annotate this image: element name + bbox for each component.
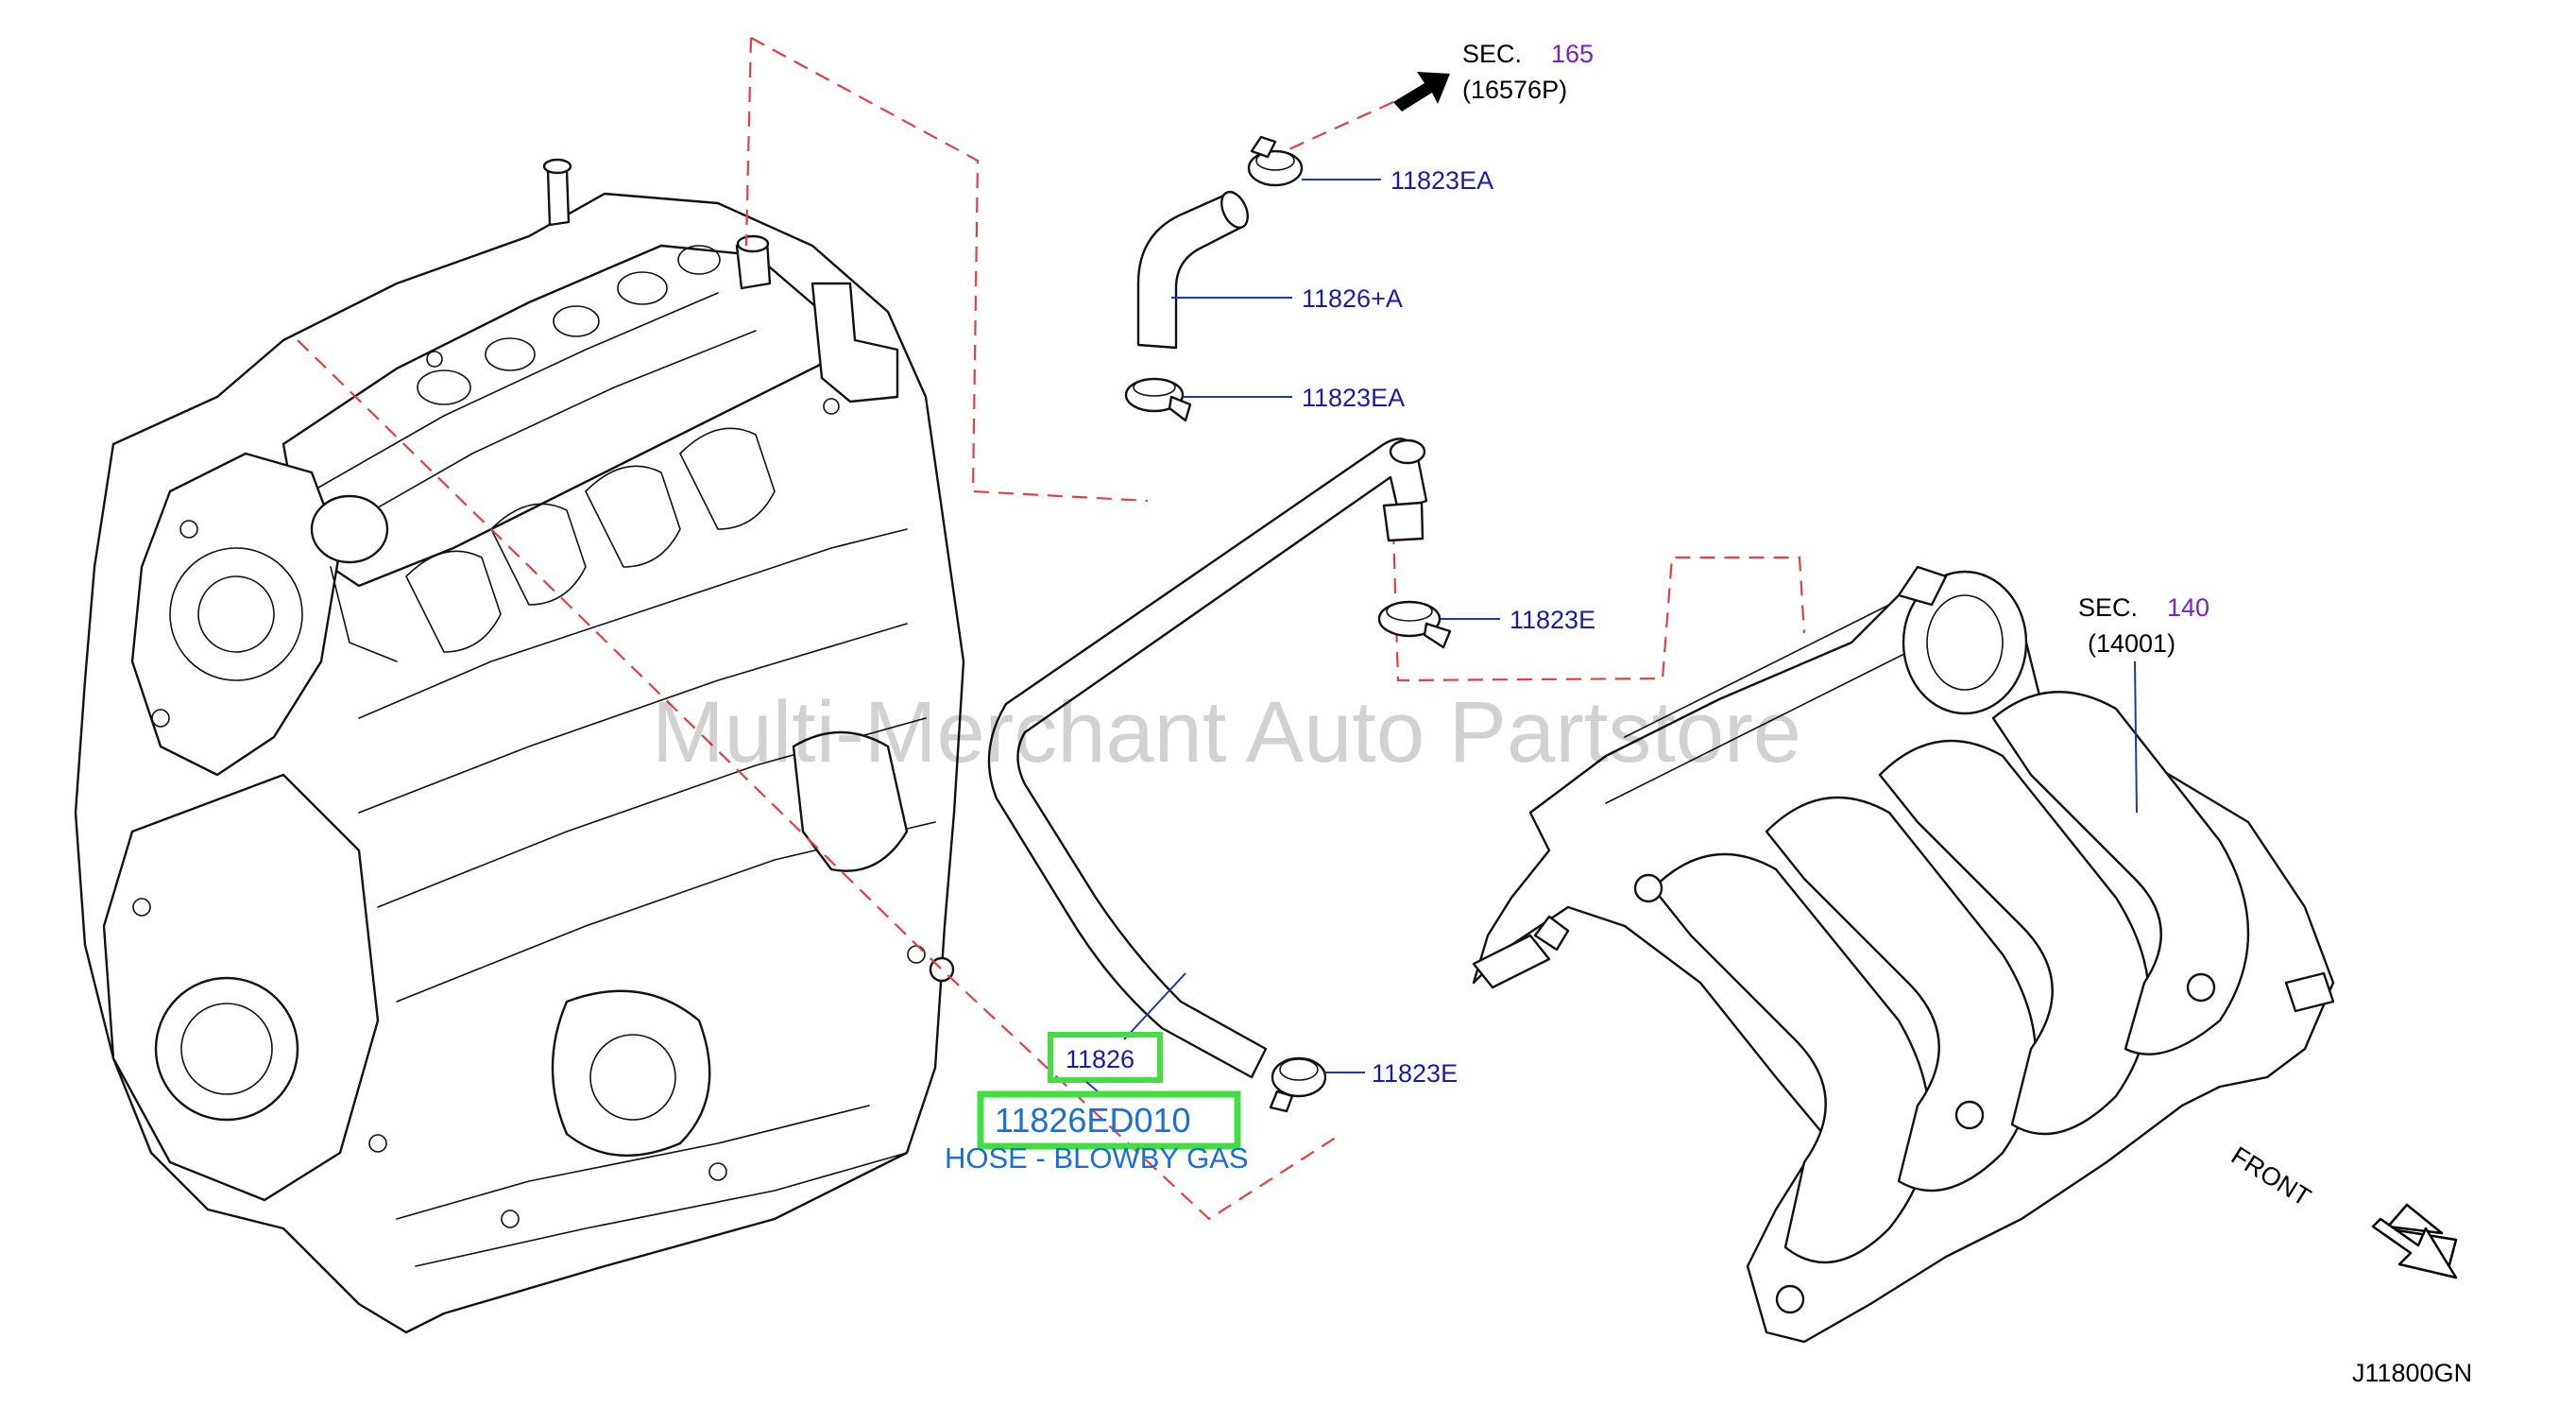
highlighted-part-number: 11826ED010: [995, 1101, 1191, 1140]
front-label: FRONT: [2226, 1141, 2316, 1212]
clamp-e2-drawing: [1269, 1056, 1327, 1113]
clamp-mid-drawing: [1124, 377, 1192, 422]
sec-140-number: 140: [2167, 593, 2209, 622]
hose-main-highlight-box: [1048, 1032, 1163, 1083]
sec-165-prefix: SEC.: [1462, 40, 1522, 68]
watermark: Multi-Merchant Auto Partstore: [652, 684, 1801, 781]
part-label-11823ea-top: 11823EA: [1390, 166, 1493, 195]
hose-small-drawing: [1136, 190, 1249, 350]
sec-165-ref: (16576P): [1462, 76, 1567, 104]
front-arrow-outline-icon: [2371, 1217, 2458, 1279]
intake-manifold-drawing: [1472, 565, 2335, 1344]
sec-165-number: 165: [1551, 40, 1594, 68]
callout-hose-small: 11826+A: [1171, 284, 1403, 313]
part-label-11826a: 11826+A: [1302, 284, 1403, 313]
callout-clamp-top: 11823EA: [1302, 166, 1493, 195]
engine-block-drawing: [74, 158, 965, 1334]
sec-140-prefix: SEC.: [2078, 593, 2138, 622]
part-label-11823e-1: 11823E: [1510, 606, 1595, 634]
callout-hose-main: 11826: [1048, 972, 1186, 1097]
highlighted-part: 11826ED010 HOSE - BLOWBY GAS: [945, 1090, 1249, 1175]
sec-165-callout: SEC. 165 (16576P): [1393, 40, 1594, 112]
part-label-11826: 11826: [1066, 1045, 1134, 1073]
hose-main-drawing: [987, 438, 1428, 1079]
part-label-11823e-2: 11823E: [1372, 1059, 1458, 1088]
callout-clamp-e2: 11823E: [1324, 1059, 1458, 1088]
part-number-highlight-box: [977, 1090, 1241, 1150]
clamp-e1-drawing: [1377, 600, 1452, 649]
diagram-code: J11800GN: [2352, 1359, 2472, 1387]
callout-clamp-e1: 11823E: [1441, 606, 1595, 634]
front-indicator: FRONT: [2226, 1141, 2458, 1279]
sec-140-ref: (14001): [2088, 629, 2175, 658]
part-label-11823ea-mid: 11823EA: [1302, 384, 1405, 412]
sec-165-arrow-icon: [1393, 72, 1450, 112]
callout-clamp-mid: 11823EA: [1183, 384, 1405, 412]
clamp-top-drawing: [1247, 135, 1304, 187]
highlighted-part-description: HOSE - BLOWBY GAS: [945, 1141, 1249, 1175]
sec-140-callout: SEC. 140 (14001): [2078, 593, 2209, 814]
